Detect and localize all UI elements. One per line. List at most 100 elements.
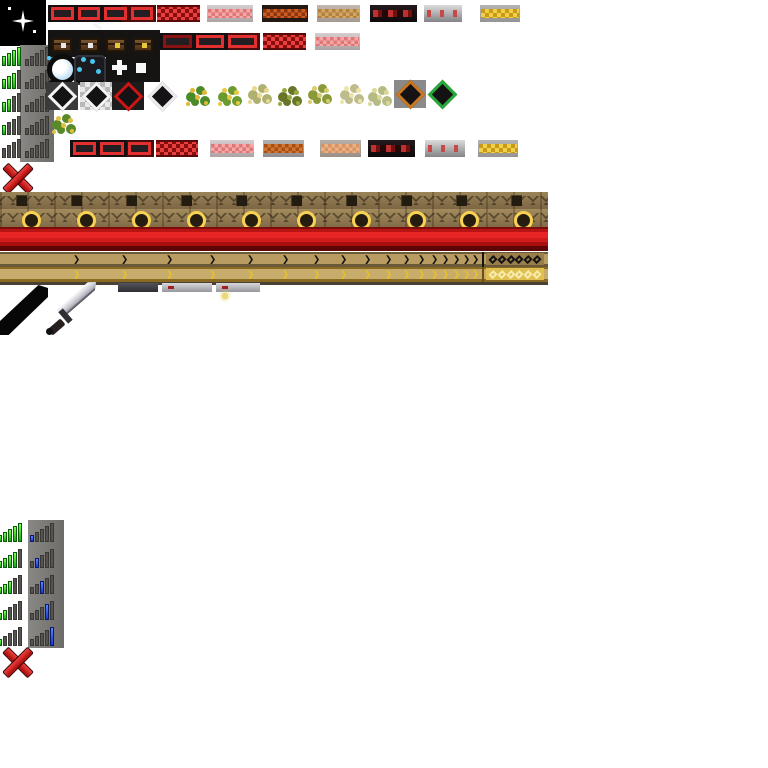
plant-sprite[interactable] — [216, 84, 244, 110]
diamond-spike-icon[interactable] — [113, 81, 143, 111]
chevron-mark: ❯ — [418, 252, 426, 266]
close-icon[interactable] — [2, 163, 32, 193]
signal-bar — [18, 627, 22, 646]
item-orange-checker-bar-dark[interactable] — [262, 5, 308, 22]
signal-bar — [12, 119, 16, 135]
item-slot-frame[interactable] — [77, 7, 100, 20]
item-red-checker-bar[interactable] — [156, 140, 198, 157]
item-slot-frame[interactable] — [130, 7, 153, 20]
sword-pommel — [46, 328, 53, 335]
item-slot-frame[interactable] — [195, 35, 225, 48]
sparkle-dot — [8, 7, 11, 10]
signal-bar-empty — [25, 151, 29, 158]
strip-divider — [482, 267, 484, 282]
plant-sprite[interactable] — [50, 112, 78, 138]
signal-bar — [13, 552, 17, 568]
plant-sprite[interactable] — [276, 84, 304, 110]
plant-sprite[interactable] — [338, 82, 366, 108]
chain-pattern — [486, 253, 544, 265]
diamond-spike-icon[interactable] — [427, 79, 457, 109]
signal-bar — [0, 639, 2, 646]
signal-bar-empty — [45, 552, 49, 568]
signal-bar — [2, 56, 6, 66]
item-gray-bar-red-marks[interactable] — [424, 5, 462, 22]
chevron-mark: ❯ — [282, 252, 290, 266]
item-slot-frame[interactable] — [127, 142, 151, 155]
plant-sprite[interactable] — [184, 84, 212, 110]
signal-bar-empty — [30, 613, 34, 620]
diamond-spike-icon[interactable] — [47, 81, 77, 111]
signal-bar — [8, 581, 12, 594]
item-pink-checker-bar[interactable] — [207, 5, 253, 22]
signal-bar-empty — [35, 610, 39, 620]
item-red-framed-slots[interactable] — [160, 33, 260, 50]
item-slot-frame[interactable] — [73, 142, 97, 155]
item-black-bar-red-marks[interactable] — [370, 5, 417, 22]
signal-bar-blue — [35, 558, 39, 568]
signal-bar-empty — [25, 59, 29, 66]
plus-icon[interactable] — [112, 60, 127, 75]
item-red-checker-bar[interactable] — [157, 5, 200, 22]
sparkle-cursor-icon[interactable] — [12, 10, 34, 32]
item-slot-frame[interactable] — [100, 142, 124, 155]
gray-item-bar[interactable] — [162, 283, 212, 292]
signal-bar — [7, 76, 11, 89]
signal-bar-empty — [50, 523, 54, 542]
chest-icon[interactable] — [133, 38, 153, 52]
item-peach-checker-bar[interactable] — [320, 140, 361, 157]
signal-bar — [17, 116, 21, 135]
chest-icon[interactable] — [52, 38, 72, 52]
signal-bar-empty — [40, 119, 44, 135]
diamond-chip — [80, 81, 112, 111]
square-icon[interactable] — [136, 63, 146, 73]
banner-knob — [401, 195, 412, 206]
signal-bar — [0, 587, 2, 594]
item-pink-checker-bar[interactable] — [315, 33, 360, 50]
machine-icon[interactable] — [74, 55, 106, 85]
diamond-spike-icon[interactable] — [395, 79, 425, 109]
signal-bar — [3, 558, 7, 568]
chevron-mark: ❯ — [313, 252, 321, 266]
signal-bar — [7, 122, 11, 135]
item-black-bar-red-marks[interactable] — [368, 140, 415, 157]
chevron-mark: ❯ — [403, 267, 411, 281]
gray-item-bar[interactable] — [118, 283, 158, 292]
chest-icon[interactable] — [106, 38, 126, 52]
signal-bar — [12, 96, 16, 112]
item-red-framed-slots[interactable] — [48, 5, 156, 22]
item-red-framed-slots[interactable] — [70, 140, 154, 157]
signal-bar-empty — [30, 561, 34, 568]
chevron-mark: ❯ — [431, 252, 439, 266]
plant-sprite[interactable] — [366, 84, 394, 110]
item-gold-checker-bar[interactable] — [480, 5, 520, 22]
signal-bar-empty — [40, 50, 44, 66]
item-slot-frame[interactable] — [51, 7, 74, 20]
signal-bar-empty — [30, 639, 34, 646]
black-sword-icon[interactable] — [0, 285, 48, 335]
item-gray-bar-red-marks[interactable] — [425, 140, 465, 157]
chevron-mark: ❯ — [403, 252, 411, 266]
steel-sword-icon[interactable] — [46, 281, 110, 339]
item-tan-checker-bar[interactable] — [317, 5, 360, 22]
diamond-spike-icon[interactable] — [81, 81, 111, 111]
item-slot-frame[interactable] — [104, 7, 127, 20]
plant-sprite[interactable] — [306, 82, 334, 108]
close-icon-bottom[interactable] — [2, 647, 32, 677]
signal-bar-empty — [40, 633, 44, 646]
signal-bar-empty — [25, 128, 29, 135]
item-orange-checker-bar[interactable] — [263, 140, 304, 157]
signal-bar-empty — [45, 630, 49, 646]
item-pink-checker-bar[interactable] — [210, 140, 254, 157]
signal-bar — [0, 561, 2, 568]
chest-icon[interactable] — [79, 38, 99, 52]
red-mark — [168, 286, 174, 289]
item-gold-checker-bar[interactable] — [478, 140, 518, 157]
diamond-spike-icon[interactable] — [147, 81, 177, 111]
item-slot-frame[interactable] — [163, 35, 192, 48]
item-red-checker-bar[interactable] — [263, 33, 306, 50]
plant-sprite[interactable] — [246, 82, 274, 108]
chevron-mark: ❯ — [73, 252, 81, 266]
gray-item-bar[interactable] — [216, 283, 260, 292]
banner-knob — [181, 195, 192, 206]
item-slot-frame[interactable] — [228, 35, 258, 48]
